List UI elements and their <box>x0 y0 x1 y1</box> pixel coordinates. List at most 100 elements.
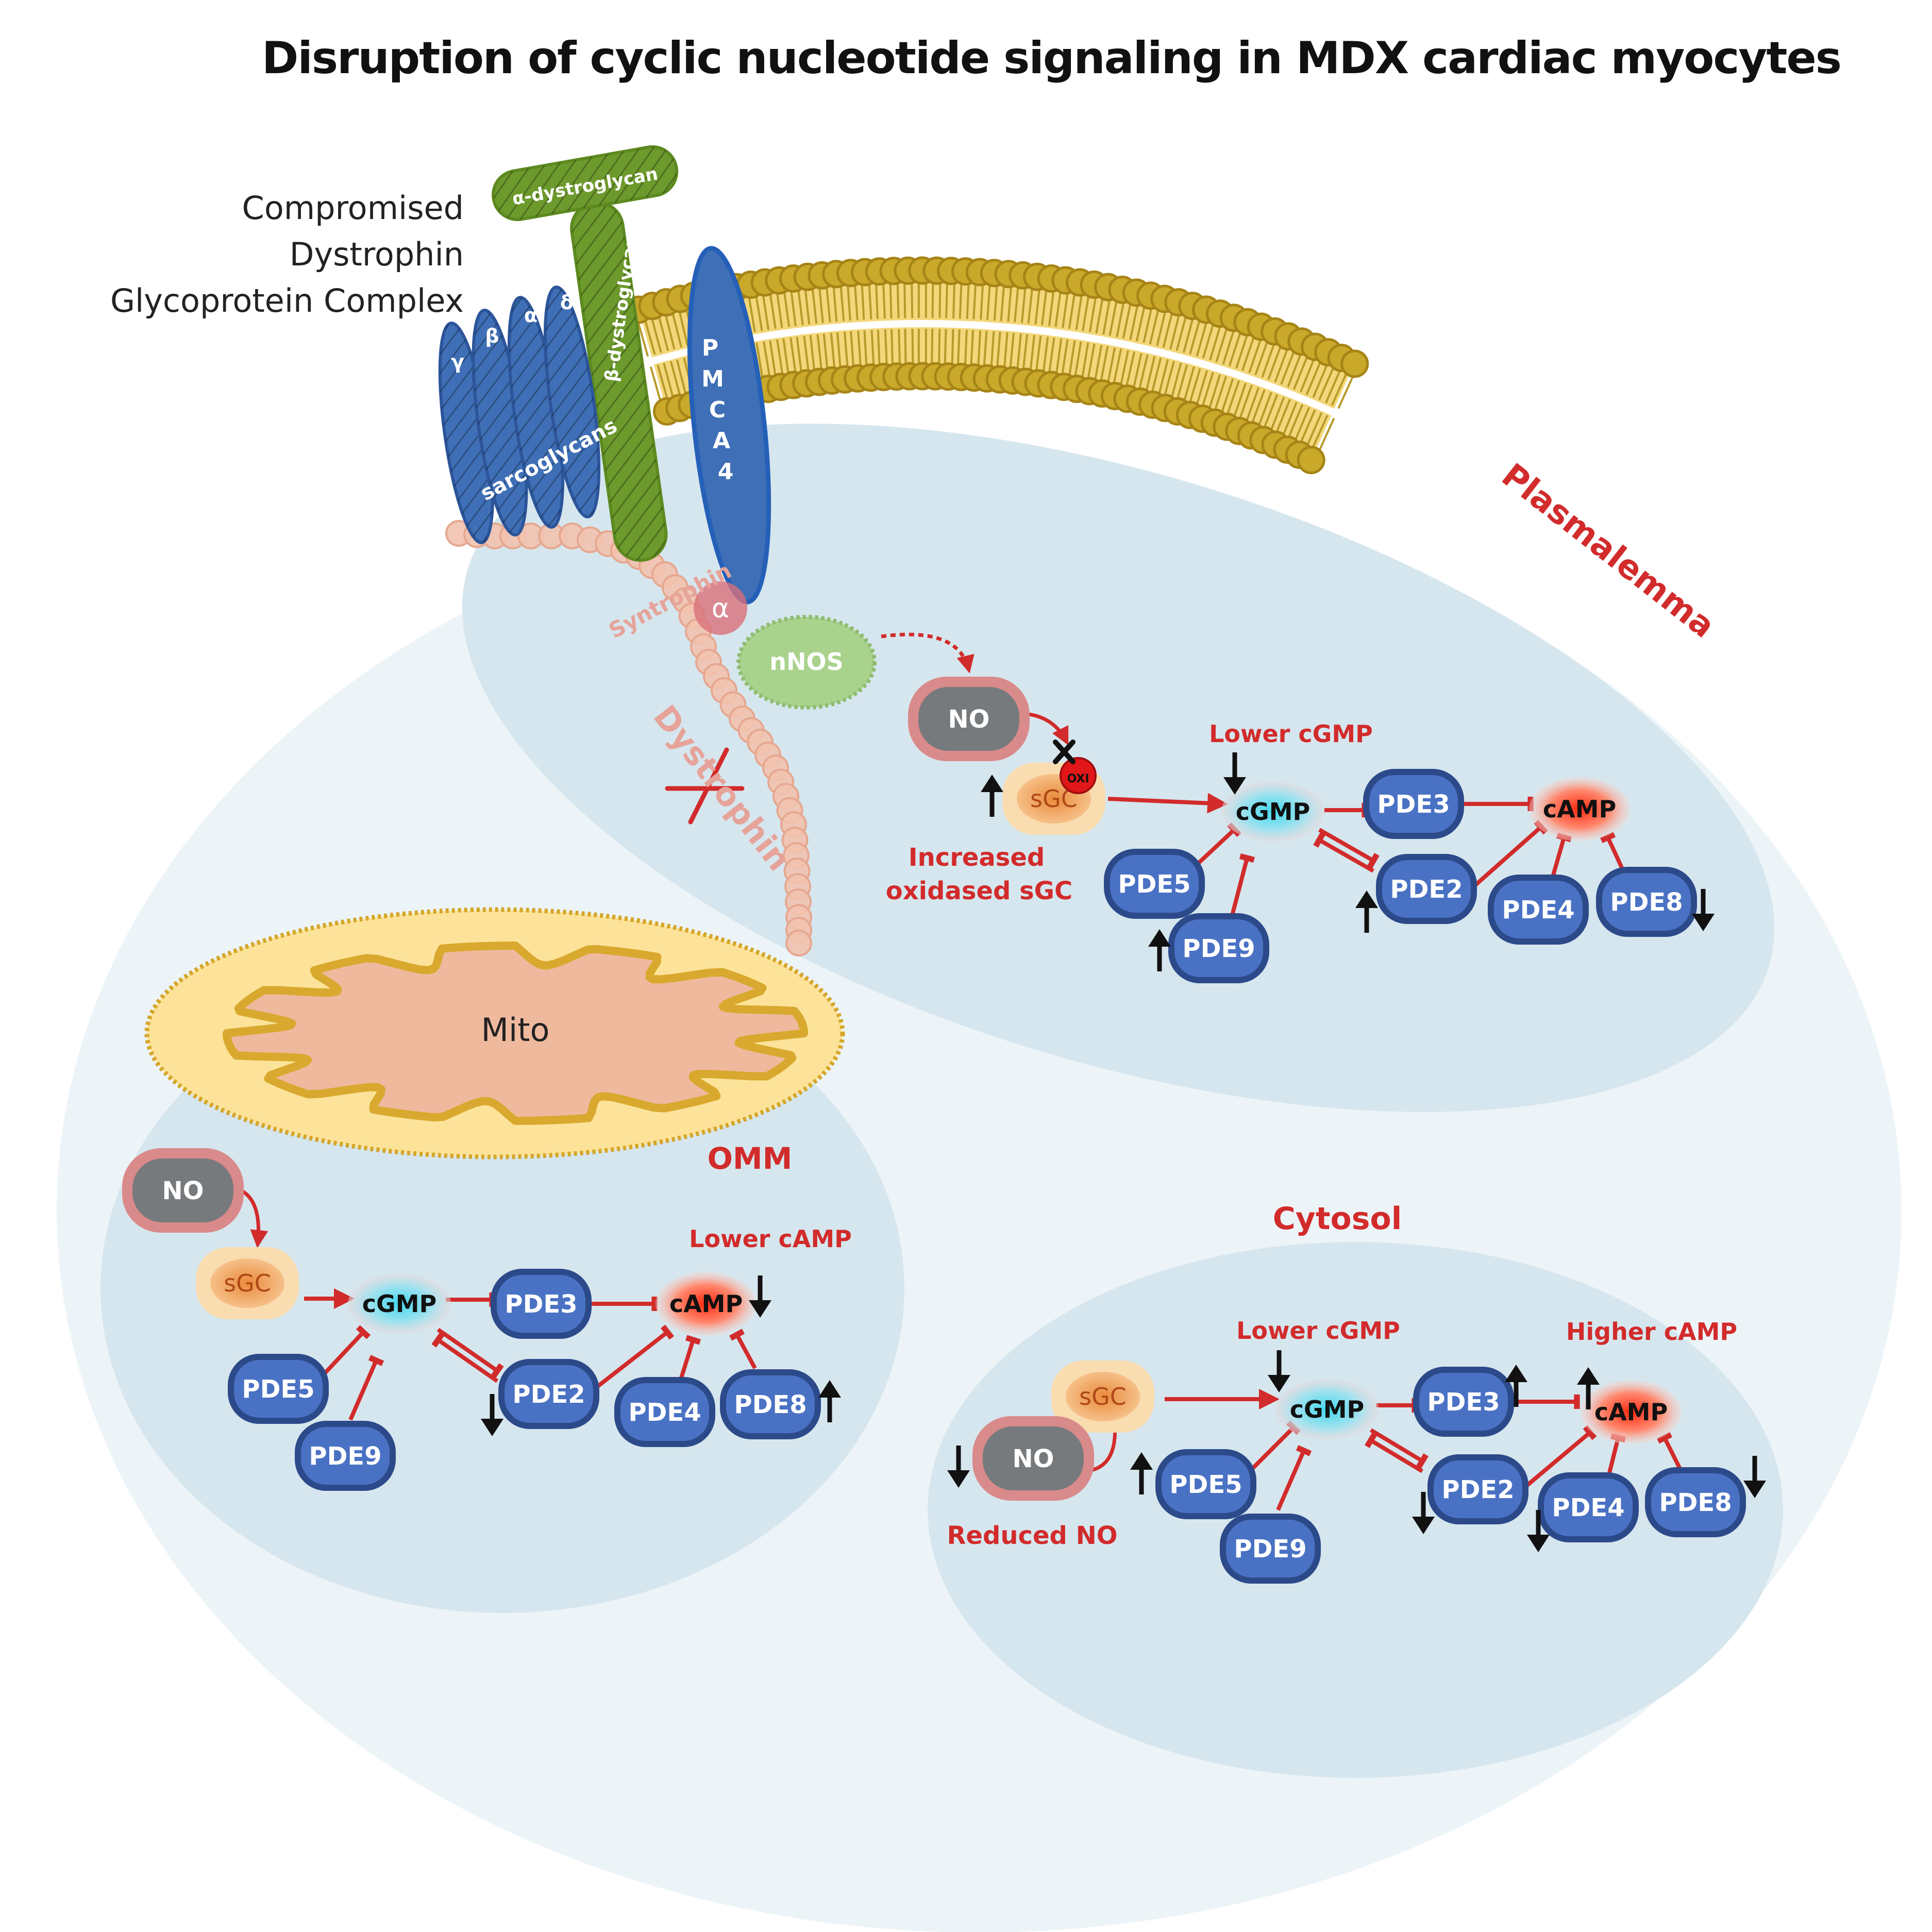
nnos-label: nNOS <box>769 648 843 676</box>
omm-camp-down-arrow <box>749 1275 771 1318</box>
cyt-pde2-down-arrow-head <box>1412 1517 1435 1534</box>
complex-label-line-1: Compromised <box>242 189 464 227</box>
mito-cristae <box>223 942 808 1125</box>
lipid-head <box>1340 349 1369 378</box>
beta-sarcoglycan-label: β <box>485 325 499 347</box>
omm-pde9-node-shape <box>295 1421 396 1491</box>
oxidation-x-mark <box>1053 740 1076 764</box>
omm-pde2-to-cgmp <box>431 1332 499 1383</box>
pmca4-label: P M C A 4 <box>701 335 733 485</box>
pl-pde8-node-label: PDE8 <box>1610 888 1683 917</box>
cyt-pde5-up-arrow <box>1130 1452 1153 1494</box>
pl-pde3-node-shape <box>1363 769 1464 839</box>
cyt-pde8-node-label: PDE8 <box>1659 1488 1732 1517</box>
pmca4-letter-c: C <box>709 397 726 423</box>
pl-pde9-node-label: PDE9 <box>1182 934 1255 963</box>
omm-pde2-node-shape <box>498 1359 599 1429</box>
cyt-pde9-node-shape <box>1220 1514 1321 1584</box>
omm-lower-camp-label: Lower cAMP <box>689 1225 852 1253</box>
pl-cgmp-down-arrow-head <box>1223 777 1246 795</box>
omm-cgmp-node: cGMP <box>348 1274 451 1334</box>
cyt-pde8-to-camp <box>1656 1432 1682 1470</box>
omm-pde5-node-label: PDE5 <box>242 1375 314 1404</box>
cyt-pde2-node: PDE2 <box>1427 1454 1528 1524</box>
cyt-pde2-to-cgmp <box>1364 1433 1424 1473</box>
pmca4-letter-p: P <box>702 335 718 361</box>
cyt-camp-up-arrow-head <box>1577 1367 1600 1385</box>
omm-camp-node-label: cAMP <box>669 1290 743 1318</box>
cyt-no-node-core <box>983 1426 1084 1490</box>
cyt-pde2-node-label: PDE2 <box>1441 1475 1514 1504</box>
cyt-pde5-node-label: PDE5 <box>1169 1470 1242 1499</box>
cyt-sgc-node-core <box>1066 1372 1140 1421</box>
pl-camp-node: cAMP <box>1529 777 1630 841</box>
dystrophin-chain <box>445 520 812 956</box>
lipid-head <box>1297 446 1325 475</box>
omm-no-node: NO <box>122 1148 244 1233</box>
cyt-no-node-label: NO <box>1013 1444 1054 1473</box>
pmca4-letter-a: A <box>713 428 730 454</box>
cyt-cgmp-down-arrow-head <box>1268 1375 1290 1392</box>
omm-sgc-node: sGC <box>196 1247 299 1319</box>
pl-pde5-node-label: PDE5 <box>1118 870 1190 899</box>
omm-pde5-to-cgmp <box>323 1325 371 1375</box>
omm-pde9-node: PDE9 <box>295 1421 396 1491</box>
pl-pde4-node-shape <box>1488 875 1589 945</box>
mitochondrion <box>144 907 845 1160</box>
omm-pde2-node: PDE2 <box>498 1359 599 1429</box>
omm-pde5-node-shape <box>228 1354 329 1424</box>
cyt-pde4-down-arrow <box>1527 1510 1550 1552</box>
diagram-title: Disruption of cyclic nucleotide signalin… <box>262 32 1841 84</box>
complex-label-line-2: Dystrophin <box>290 236 464 273</box>
nnos-enzyme <box>736 615 877 710</box>
pl-no-node: NO <box>908 677 1030 761</box>
pl-pde2-up-arrow-head <box>1355 891 1378 908</box>
omm-pde8-up-arrow-head <box>818 1380 841 1398</box>
omm-pde8-node: PDE8 <box>720 1369 821 1439</box>
omm-pde2-down-arrow <box>481 1394 503 1436</box>
cyt-pde9-node: PDE9 <box>1220 1514 1321 1584</box>
omm-pde4-node: PDE4 <box>614 1377 715 1447</box>
pl-pde9-up-arrow <box>1148 929 1171 971</box>
pl-sgc-up-arrow-head <box>981 775 1003 792</box>
omm-camp-node: cAMP <box>656 1272 757 1336</box>
cyt-pde9-to-cgmp <box>1276 1445 1312 1511</box>
cyt-camp-up-arrow <box>1577 1367 1600 1409</box>
pl-cgmp-node: cGMP <box>1221 782 1324 842</box>
plasmalemma-label: Plasmalemma <box>1494 457 1722 646</box>
omm-cgmp-to-pde2 <box>436 1328 504 1379</box>
cyt-camp-node-label: cAMP <box>1594 1398 1668 1426</box>
omm-pde8-node-label: PDE8 <box>734 1390 807 1419</box>
alpha-dystroglycan <box>492 145 679 222</box>
cyt-sgc-node-label: sGC <box>1079 1383 1127 1410</box>
dystrophin-loss-x-mark <box>665 747 745 825</box>
cyt-pde3-up-arrow <box>1505 1365 1527 1407</box>
pl-pde3-node-label: PDE3 <box>1377 790 1450 819</box>
cyt-pde4-down-arrow-head <box>1527 1535 1550 1552</box>
pl-cgmp-node-label: cGMP <box>1236 798 1311 826</box>
pl-pde2-to-camp <box>1472 819 1548 888</box>
cyt-pde8-node-shape <box>1645 1467 1746 1537</box>
omm-pde2-node-label: PDE2 <box>512 1380 585 1409</box>
cyt-sgc-node: sGC <box>1051 1360 1154 1433</box>
delta-sarcoglycan-label: δ <box>560 291 574 314</box>
pl-no-node-label: NO <box>948 705 990 734</box>
cyt-pde8-node: PDE8 <box>1645 1467 1746 1537</box>
pl-pde2-node-shape <box>1376 854 1477 924</box>
lipid-bilayer <box>624 256 1369 475</box>
omm-no-node-core <box>132 1158 233 1222</box>
pl-cgmp-node-blob <box>1221 782 1324 842</box>
pl-pde9-to-cgmp <box>1230 853 1255 918</box>
pl-pde8-down-arrow-head <box>1692 914 1715 931</box>
dystrophin-glycoprotein-complex <box>438 145 877 956</box>
pl-cgmp-to-pde2 <box>1318 828 1380 868</box>
pmca4-protein <box>687 246 771 604</box>
pl-pde5-node: PDE5 <box>1104 849 1205 919</box>
pl-pde2-node-label: PDE2 <box>1390 875 1463 904</box>
cyt-no-node: NO <box>972 1416 1094 1501</box>
cyt-pde5-node: PDE5 <box>1155 1449 1256 1519</box>
omm-camp-down-arrow-head <box>749 1300 771 1318</box>
pl-pde8-to-camp <box>1600 832 1625 872</box>
omm-pde2-to-camp <box>596 1324 675 1388</box>
cyt-pde2-node-shape <box>1427 1454 1528 1524</box>
